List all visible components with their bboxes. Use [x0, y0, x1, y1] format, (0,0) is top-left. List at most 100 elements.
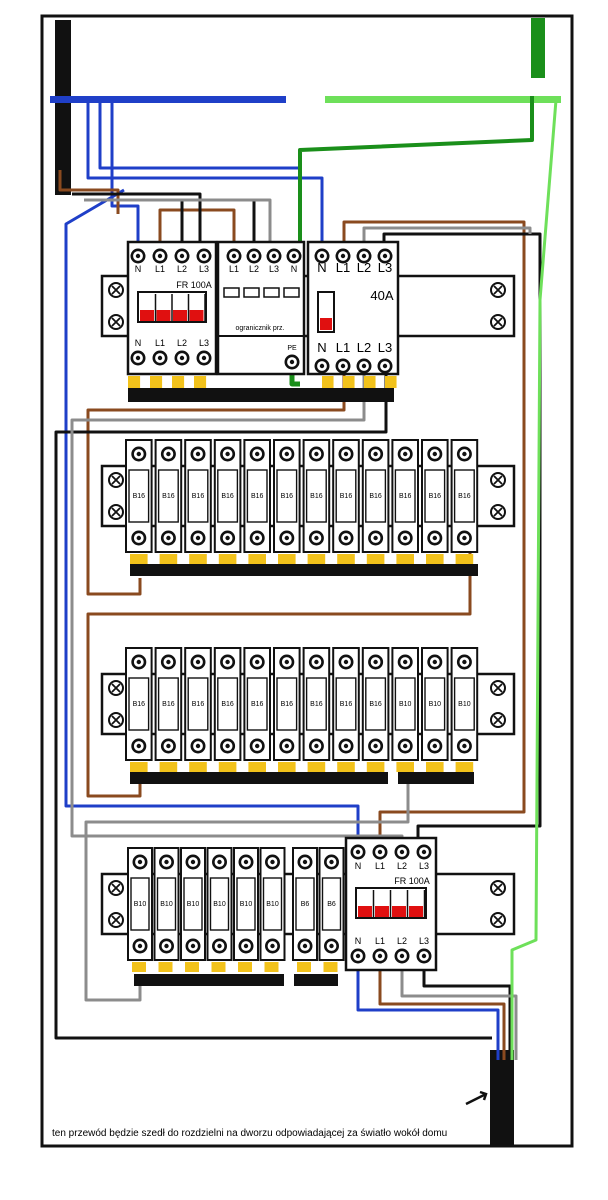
- busbar-tab: [172, 376, 185, 388]
- busbar-tab: [322, 376, 334, 388]
- busbar-tab: [385, 376, 397, 388]
- breaker-lever: [130, 877, 150, 931]
- breaker-rating: B10: [458, 701, 471, 708]
- terminal-screw-icon: [338, 738, 354, 754]
- terminal-screw-icon: [308, 446, 324, 462]
- terminal-screw-icon: [314, 358, 330, 374]
- wires: [54, 96, 558, 1060]
- surge-indicator: [223, 287, 240, 298]
- terminal-screw-icon: [190, 654, 206, 670]
- terminal-screw-icon: [286, 248, 302, 264]
- mount-screw-icon: [108, 712, 124, 728]
- terminal-label: L2: [177, 264, 187, 274]
- terminal-screw-icon: [212, 854, 228, 870]
- busbar-tab: [455, 554, 474, 564]
- terminal-screw-icon: [159, 938, 175, 954]
- breaker-lever: [246, 469, 268, 523]
- terminal-label: L3: [419, 861, 429, 871]
- terminal-screw-icon: [427, 654, 443, 670]
- pe-cable-top: [531, 18, 545, 78]
- terminal-label: L3: [199, 338, 209, 348]
- breaker-rating: B16: [399, 493, 412, 500]
- busbar-tab: [323, 962, 338, 972]
- surge-label: ogranicznik prz.: [235, 325, 284, 332]
- pe-label: PE: [287, 345, 297, 352]
- busbar-tab: [130, 762, 148, 772]
- terminal-label: L1: [229, 264, 239, 274]
- wire-l2-1: [72, 192, 202, 256]
- terminal-screw-icon: [394, 948, 410, 964]
- rcd-toggle: [140, 310, 154, 321]
- wire-neutral-4: [64, 188, 360, 838]
- breaker-rating: B10: [266, 901, 279, 908]
- breaker-rating: B16: [458, 493, 471, 500]
- rcd-rating: FR 100A: [176, 280, 212, 290]
- busbar-tab: [455, 762, 474, 772]
- terminal-label: L3: [199, 264, 209, 274]
- terminal-screw-icon: [377, 358, 393, 374]
- outgoing-cable: [490, 1050, 514, 1146]
- terminal-screw-icon: [338, 654, 354, 670]
- terminal-screw-icon: [456, 530, 472, 546]
- terminal-screw-icon: [196, 248, 212, 264]
- breaker-rating: B16: [133, 493, 146, 500]
- busbar-tab: [343, 376, 355, 388]
- terminal-screw-icon: [397, 654, 413, 670]
- terminal-screw-icon: [264, 938, 280, 954]
- busbar-tab: [189, 762, 207, 772]
- terminal-screw-icon: [456, 738, 472, 754]
- busbar-tab: [218, 762, 237, 772]
- terminal-label: L3: [269, 264, 279, 274]
- arrow-icon: [465, 1090, 488, 1106]
- breaker-rating: B16: [369, 701, 382, 708]
- terminal-label: N: [291, 264, 298, 274]
- wire-l1-out: [378, 962, 506, 1060]
- terminal-screw-icon: [160, 738, 176, 754]
- terminal-label: L1: [375, 861, 385, 871]
- busbar-tab: [248, 762, 266, 772]
- breaker-rating: B6: [301, 901, 310, 908]
- terminal-screw-icon: [427, 530, 443, 546]
- terminal-screw-icon: [226, 248, 242, 264]
- surge-indicator: [283, 287, 300, 298]
- wire-l1-5: [86, 548, 472, 798]
- busbar-tab: [264, 962, 279, 972]
- wire-neutral-out: [356, 962, 500, 1060]
- breaker-rating: B16: [369, 493, 382, 500]
- terminal-screw-icon: [249, 446, 265, 462]
- main-cable: [55, 20, 71, 195]
- mount-screw-icon: [108, 912, 124, 928]
- wire-pe-1: [298, 96, 534, 256]
- breaker-rating: B10: [213, 901, 226, 908]
- row2-din-rail: [130, 772, 388, 784]
- mount-screw-icon: [490, 912, 506, 928]
- busbar-tab: [189, 554, 207, 564]
- breaker-rating: B16: [221, 493, 234, 500]
- busbar-tab: [159, 762, 178, 772]
- terminal-label: N: [317, 340, 326, 355]
- busbar-tab: [185, 962, 199, 972]
- terminal-screw-icon: [131, 446, 147, 462]
- terminal-screw-icon: [279, 530, 295, 546]
- busbar-tab: [337, 554, 355, 564]
- main-switch-rating: 40A: [370, 288, 393, 303]
- terminal-screw-icon: [350, 948, 366, 964]
- breaker-rating: B16: [310, 493, 323, 500]
- mount-screw-icon: [108, 282, 124, 298]
- breaker-rating: B16: [192, 493, 205, 500]
- busbar-tab: [150, 376, 163, 388]
- breaker-rating: B16: [251, 701, 264, 708]
- breaker-lever: [183, 877, 203, 931]
- terminal-screw-icon: [314, 248, 330, 264]
- terminal-label: N: [135, 264, 142, 274]
- terminal-screw-icon: [220, 530, 236, 546]
- breaker-rating: B16: [221, 701, 234, 708]
- terminal-screw-icon: [372, 948, 388, 964]
- terminal-label: N: [355, 861, 362, 871]
- breaker-lever: [128, 677, 150, 731]
- breaker-lever: [394, 677, 416, 731]
- terminal-screw-icon: [397, 738, 413, 754]
- breaker-lever: [394, 469, 416, 523]
- terminal-label: L1: [336, 260, 350, 275]
